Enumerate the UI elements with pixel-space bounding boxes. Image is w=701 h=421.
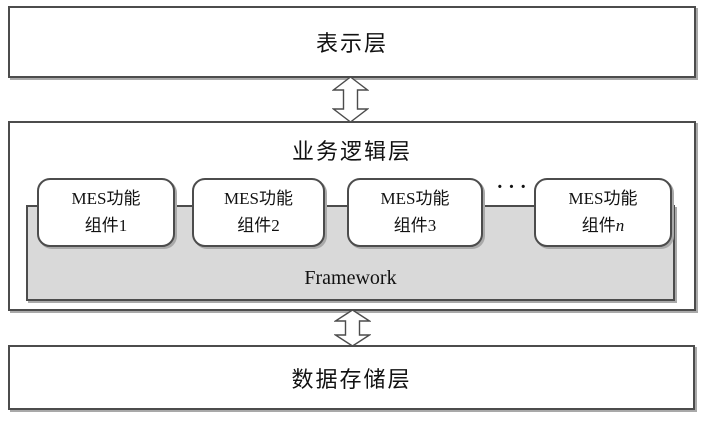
mes-component-1-index: 1 <box>118 215 128 235</box>
mes-component-3-prefix: 组件 <box>393 215 428 235</box>
mes-component-2-prefix: 组件 <box>237 215 272 235</box>
mes-component-n-prefix: 组件 <box>581 215 616 235</box>
mes-component-3: MES功能 组件3 <box>347 178 483 247</box>
mes-component-n-line2: 组件n <box>582 213 625 239</box>
business-layer-label: 业务逻辑层 <box>291 139 412 164</box>
mes-component-2-index: 2 <box>271 215 280 235</box>
up-down-arrow-icon <box>332 76 369 123</box>
up-down-arrow-icon <box>334 309 371 347</box>
mes-component-n: MES功能 组件n <box>534 178 672 247</box>
mes-component-n-index: n <box>615 215 625 235</box>
mes-component-n-line1: MES功能 <box>568 189 638 209</box>
framework-label: Framework <box>304 267 397 289</box>
mes-component-1: MES功能 组件1 <box>37 178 175 247</box>
mes-component-2-line1: MES功能 <box>224 189 293 209</box>
storage-layer-box: 数据存储层 <box>8 345 695 410</box>
mes-component-1-line1: MES功能 <box>71 189 141 209</box>
mes-component-1-line2: 组件1 <box>85 213 128 239</box>
mes-component-2: MES功能 组件2 <box>192 178 325 247</box>
mes-component-3-index: 3 <box>427 215 437 235</box>
mes-component-2-line2: 组件2 <box>237 213 280 239</box>
mes-component-3-line2: 组件3 <box>394 213 437 239</box>
ellipsis-dots: ··· <box>496 176 532 198</box>
presentation-layer-label: 表示层 <box>315 31 388 56</box>
mes-component-3-line1: MES功能 <box>380 189 450 209</box>
storage-layer-label: 数据存储层 <box>291 366 412 392</box>
presentation-layer-box: 表示层 <box>8 6 696 78</box>
mes-component-1-prefix: 组件 <box>84 215 119 235</box>
business-layer-box: 业务逻辑层 Framework MES功能 组件1 MES功能 组件2 MES功… <box>8 121 696 311</box>
